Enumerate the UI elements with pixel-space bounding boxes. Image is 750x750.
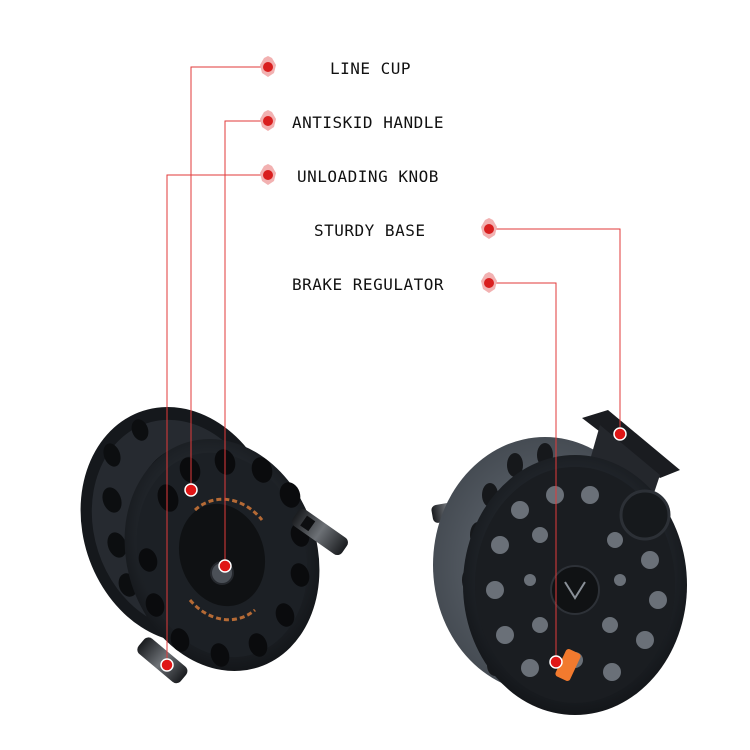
leader-antiskid-handle <box>224 120 262 566</box>
leader-lines <box>166 66 621 665</box>
label-line-cup: LINE CUP <box>330 59 412 78</box>
leader-line-cup <box>190 66 262 490</box>
dot-sturdy-base <box>613 427 627 441</box>
dot-unloading-knob <box>160 658 174 672</box>
dot-brake-regulator <box>549 655 563 669</box>
dot-line-cup <box>184 483 198 497</box>
leader-brake-regulator <box>496 282 557 662</box>
label-antiskid-handle: ANTISKID HANDLE <box>292 113 444 132</box>
leader-sturdy-base <box>496 228 621 434</box>
dot-antiskid-handle <box>218 559 232 573</box>
left-reel-spool <box>80 407 348 684</box>
leader-unloading-knob <box>166 174 262 665</box>
right-reel-frame <box>431 410 687 715</box>
badge-pin-icon <box>260 56 497 293</box>
label-unloading-knob: UNLOADING KNOB <box>297 167 439 186</box>
label-sturdy-base: STURDY BASE <box>314 221 426 240</box>
label-brake-regulator: BRAKE REGULATOR <box>292 275 444 294</box>
target-dots <box>160 427 627 672</box>
